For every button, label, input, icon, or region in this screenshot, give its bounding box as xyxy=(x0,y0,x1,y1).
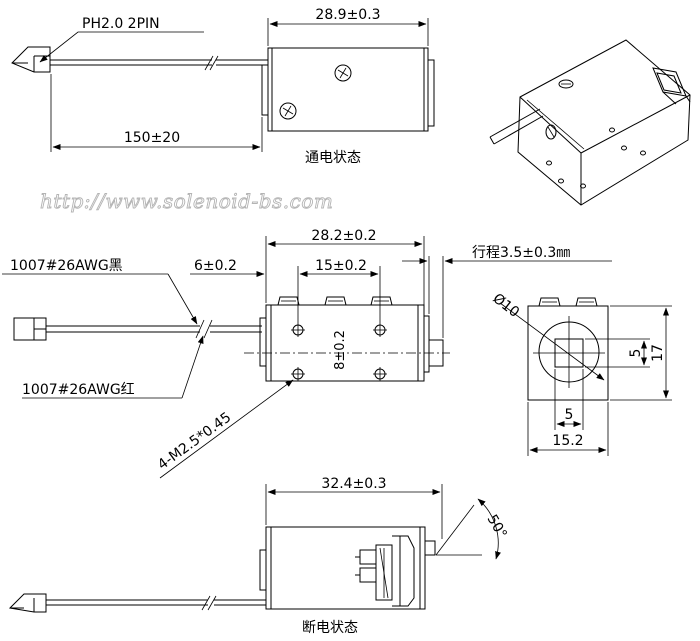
dim-angle: 50° xyxy=(484,512,510,542)
bottom-view: 32.4±0.3 50° 断电状态 xyxy=(8,476,510,636)
end-view: Ø10 5 17 5 15.2 xyxy=(490,291,672,456)
connector-label: PH2.0 2PIN xyxy=(82,16,160,32)
wire-red-label: 1007#26AWG红 xyxy=(22,382,135,398)
dim-hole-pitch-x: 15±0.2 xyxy=(315,258,367,274)
state-energized-label: 通电状态 xyxy=(305,150,361,166)
dim-hole-pitch-y: 8±0.2 xyxy=(333,330,348,370)
dim-top-body-length: 28.9±0.3 xyxy=(315,7,380,23)
connector-bottom xyxy=(8,593,47,613)
connector-side xyxy=(13,317,47,341)
watermark-url: http://www.solenoid-bs.com xyxy=(40,189,333,213)
dim-stroke: 行程3.5±0.3㎜ xyxy=(472,245,570,261)
state-deenergized-label: 断电状态 xyxy=(302,620,358,636)
dim-bottom-body-length: 32.4±0.3 xyxy=(321,476,386,492)
dim-plunger-width: 5 xyxy=(565,407,574,423)
side-view: 1007#26AWG黑 1007#26AWG红 xyxy=(2,228,612,479)
connector-top xyxy=(11,46,51,73)
isometric-view xyxy=(489,39,691,206)
screw-hole-spec: 4-M2.5*0.45 xyxy=(155,409,234,473)
dim-plunger-height: 5 xyxy=(628,349,644,358)
solenoid-body-top xyxy=(261,47,435,132)
wire-black-label: 1007#26AWG黑 xyxy=(10,258,123,274)
top-view: PH2.0 2PIN 28.9±0.3 150± xyxy=(11,7,435,166)
dim-diameter: Ø10 xyxy=(490,291,523,321)
dim-side-body-length: 28.2±0.2 xyxy=(311,228,376,244)
dim-end-width: 15.2 xyxy=(552,433,583,449)
dim-end-height: 17 xyxy=(650,344,666,362)
solenoid-body-bottom xyxy=(259,526,436,610)
solenoid-body-side xyxy=(259,296,444,382)
dim-offset: 6±0.2 xyxy=(194,258,237,274)
dim-lead-length: 150±20 xyxy=(124,130,180,146)
